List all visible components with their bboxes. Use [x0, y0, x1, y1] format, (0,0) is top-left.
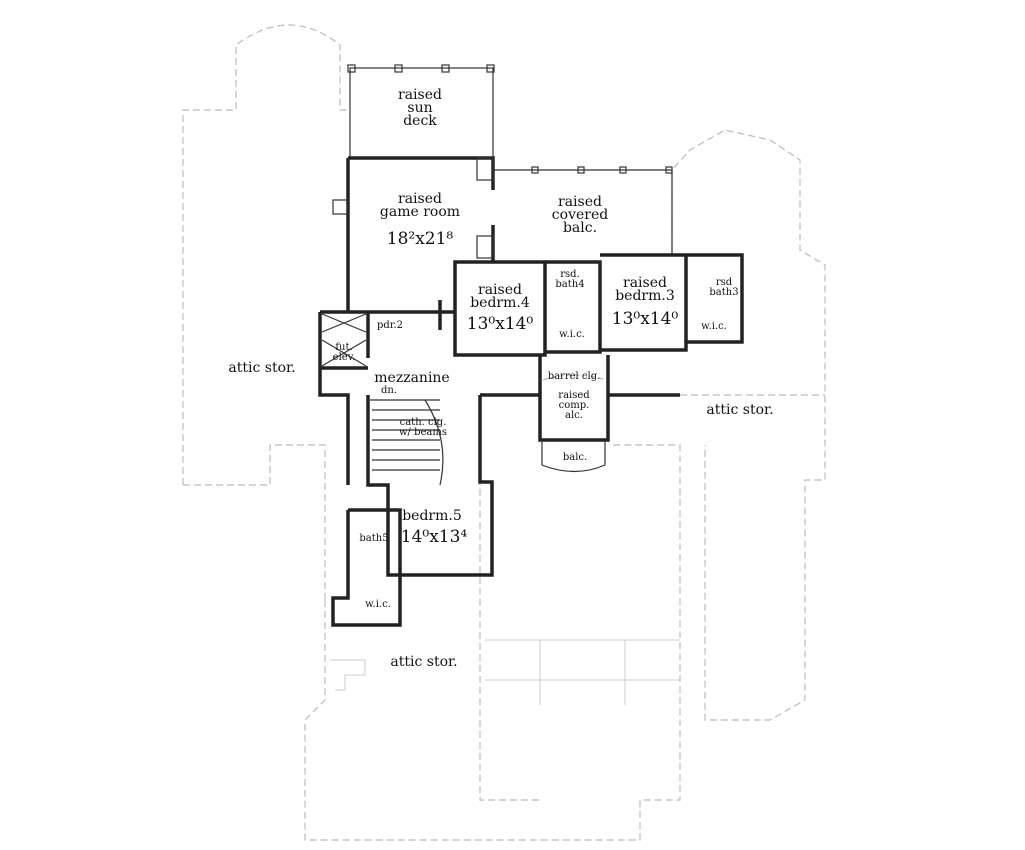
stair-down-label: dn.: [381, 385, 397, 396]
mezzanine-label: mezzanine: [374, 370, 449, 386]
bath5-label: bath5: [359, 533, 388, 544]
covered-balcony: [493, 166, 673, 255]
comp-alc-label: comp.: [559, 400, 590, 411]
game-room-label: raised: [398, 191, 442, 207]
room-labels: raised sun deck raised game room 18²x21⁸…: [228, 87, 773, 670]
bath3-label: bath3: [709, 287, 738, 298]
bedrm4-dimensions: 13⁰x14⁰: [467, 314, 534, 334]
attic-stor-bottom-label: attic stor.: [390, 654, 457, 670]
wic3-label: w.i.c.: [701, 321, 727, 332]
balc-label: balc.: [563, 452, 587, 463]
attic-stor-left-label: attic stor.: [228, 360, 295, 376]
bedrm4-label: raised: [478, 282, 522, 298]
comp-alc-label: raised: [558, 390, 590, 401]
cath-clg-label: cath. clg.: [400, 417, 447, 428]
sun-deck-label: sun: [407, 100, 432, 116]
walls: [318, 156, 744, 627]
bedrm3-dimensions: 13⁰x14⁰: [612, 309, 679, 329]
game-room-label: game room: [380, 204, 460, 220]
covered-balc-label: covered: [552, 207, 608, 223]
covered-balc-label: balc.: [563, 220, 597, 236]
pdr2-label: pdr.2: [377, 320, 403, 331]
bath4-label: rsd.: [560, 269, 580, 280]
game-room-dimensions: 18²x21⁸: [387, 229, 454, 249]
wic5-label: w.i.c.: [365, 599, 391, 610]
fut-elev-label: fut.: [335, 342, 352, 353]
bedrm3-label: bedrm.3: [615, 288, 675, 304]
covered-balc-label: raised: [558, 194, 602, 210]
comp-alc-label: alc.: [565, 410, 583, 421]
attic-stor-right-label: attic stor.: [706, 402, 773, 418]
bedrm5-label: bedrm.5: [402, 508, 462, 524]
bath3-label: rsd: [716, 277, 733, 288]
wic4-label: w.i.c.: [559, 329, 585, 340]
bedrm4-label: bedrm.4: [470, 295, 530, 311]
attic-outlines: [182, 24, 826, 841]
bedrm5-dimensions: 14⁰x13⁴: [401, 527, 468, 547]
bath4-label: bath4: [555, 279, 584, 290]
sun-deck-label: raised: [398, 87, 442, 103]
cath-clg-label: w/ beams: [399, 427, 447, 438]
sun-deck-label: deck: [403, 113, 437, 129]
barrel-clg-label: barrel clg.: [548, 371, 601, 382]
bedrm3-label: raised: [623, 275, 667, 291]
fut-elev-label: elev.: [333, 352, 356, 363]
